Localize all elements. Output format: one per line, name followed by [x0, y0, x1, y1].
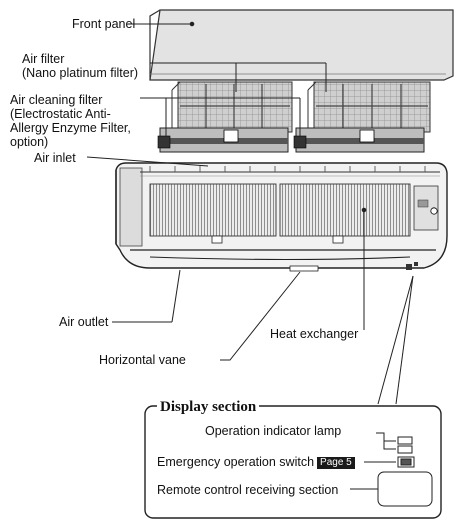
air-outlet-label: Air outlet [59, 315, 108, 329]
operation-indicator-lamp [376, 433, 412, 453]
air-cleaning-filter-right [294, 128, 424, 152]
emergency-operation-switch [364, 457, 414, 467]
heat-exchanger-label: Heat exchanger [270, 327, 358, 341]
operation-indicator-lamp-label: Operation indicator lamp [205, 424, 341, 438]
page-reference-badge: Page 5 [317, 457, 355, 469]
heat-exchanger [150, 184, 410, 243]
air-cleaning-filter-left [158, 128, 288, 152]
air-filter-label: Air filter [22, 52, 64, 66]
front-panel [150, 10, 453, 80]
air-inlet-label: Air inlet [34, 151, 76, 165]
air-cleaning-filter-label: Air cleaning filter [10, 93, 102, 107]
air-cleaning-filter-sublabel-3: option) [10, 135, 48, 149]
front-panel-label: Front panel [72, 17, 135, 31]
display-section-title: Display section [157, 399, 259, 416]
horizontal-vane-label: Horizontal vane [99, 353, 186, 367]
air-filter-sublabel: (Nano platinum filter) [22, 66, 138, 80]
remote-receiving-window [350, 472, 432, 506]
remote-control-receiving-label: Remote control receiving section [157, 483, 338, 497]
air-cleaning-filter-sublabel-2: Allergy Enzyme Filter, [10, 121, 131, 135]
air-cleaning-filter-sublabel-1: (Electrostatic Anti- [10, 107, 111, 121]
emergency-operation-switch-label: Emergency operation switch [157, 455, 314, 469]
